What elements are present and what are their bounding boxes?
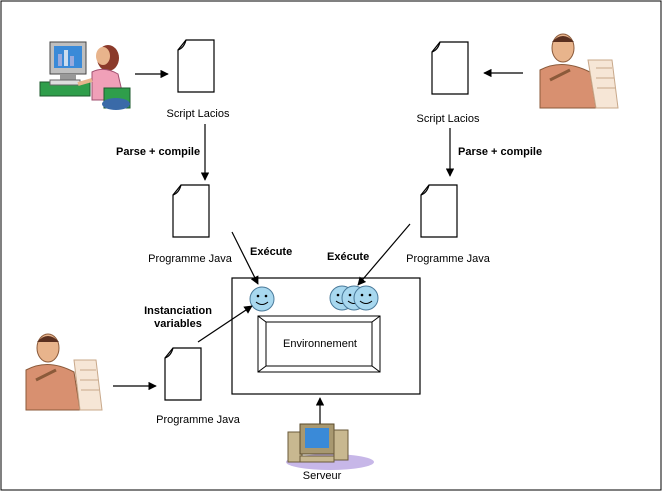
environment-label: Environnement — [283, 338, 357, 350]
server-label: Serveur — [302, 470, 342, 482]
instanciation-label-line1: Instanciation — [144, 305, 212, 317]
agent-smiley-group-icon — [329, 285, 379, 311]
woman-at-computer-icon — [39, 41, 131, 110]
execute-right-label: Exécute — [327, 251, 370, 263]
execute-left-label: Exécute — [250, 246, 293, 258]
java-left-document-icon — [172, 184, 210, 238]
thinking-man-icon-left — [25, 333, 103, 411]
script-left-label: Script Lacios — [166, 108, 230, 120]
arrow-instanciation — [197, 305, 253, 343]
java-right-document-icon — [420, 184, 458, 238]
arrow-execute-right — [357, 223, 411, 286]
script-left-document-icon — [177, 39, 215, 93]
java-right-label: Programme Java — [406, 253, 490, 265]
java-left-label: Programme Java — [148, 253, 232, 265]
parse-right-label: Parse + compile — [458, 146, 543, 158]
java-bottom-document-icon — [164, 347, 202, 401]
environment-frame — [257, 315, 381, 373]
script-right-label: Script Lacios — [416, 113, 480, 125]
script-right-document-icon — [431, 41, 469, 95]
parse-left-label: Parse + compile — [116, 146, 201, 158]
arrow-execute-left — [231, 231, 259, 285]
agent-smiley-icon-left — [249, 286, 275, 312]
thinking-man-icon-right — [539, 33, 619, 109]
server-computer-icon — [286, 423, 374, 470]
instanciation-label-line2: variables — [154, 318, 202, 330]
java-bottom-label: Programme Java — [156, 414, 240, 426]
